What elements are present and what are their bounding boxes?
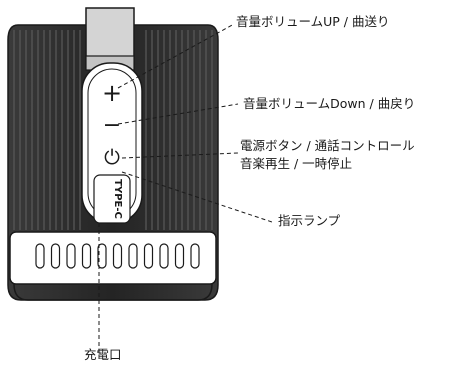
callout-charge-port: 充電口 bbox=[84, 347, 122, 362]
plus-icon: + bbox=[102, 79, 122, 107]
bottom-ring bbox=[9, 231, 217, 301]
speaker-grille-ribs bbox=[13, 30, 213, 230]
vent-slots bbox=[35, 243, 200, 269]
callout-indicator: 指示ランプ bbox=[278, 213, 341, 228]
volume-down-button[interactable]: − bbox=[103, 113, 121, 138]
minus-icon: − bbox=[103, 113, 121, 138]
leader-lines bbox=[98, 23, 273, 354]
power-button[interactable]: ⏻ bbox=[104, 145, 120, 169]
power-icon: ⏻ bbox=[104, 145, 120, 169]
port-label: TYPE-C bbox=[112, 179, 123, 219]
callout-power-line2: 音楽再生 / 一時停止 bbox=[240, 156, 353, 171]
type-c-port[interactable]: TYPE-C bbox=[93, 174, 131, 224]
callout-power-line1: 電源ボタン / 通話コントロール bbox=[240, 138, 415, 153]
strap bbox=[85, 7, 135, 71]
volume-up-button[interactable]: + bbox=[102, 79, 122, 107]
callout-volume-up: 音量ボリュームUP / 曲送り bbox=[236, 14, 390, 29]
callout-volume-down: 音量ボリュームDown / 曲戻り bbox=[243, 96, 416, 111]
